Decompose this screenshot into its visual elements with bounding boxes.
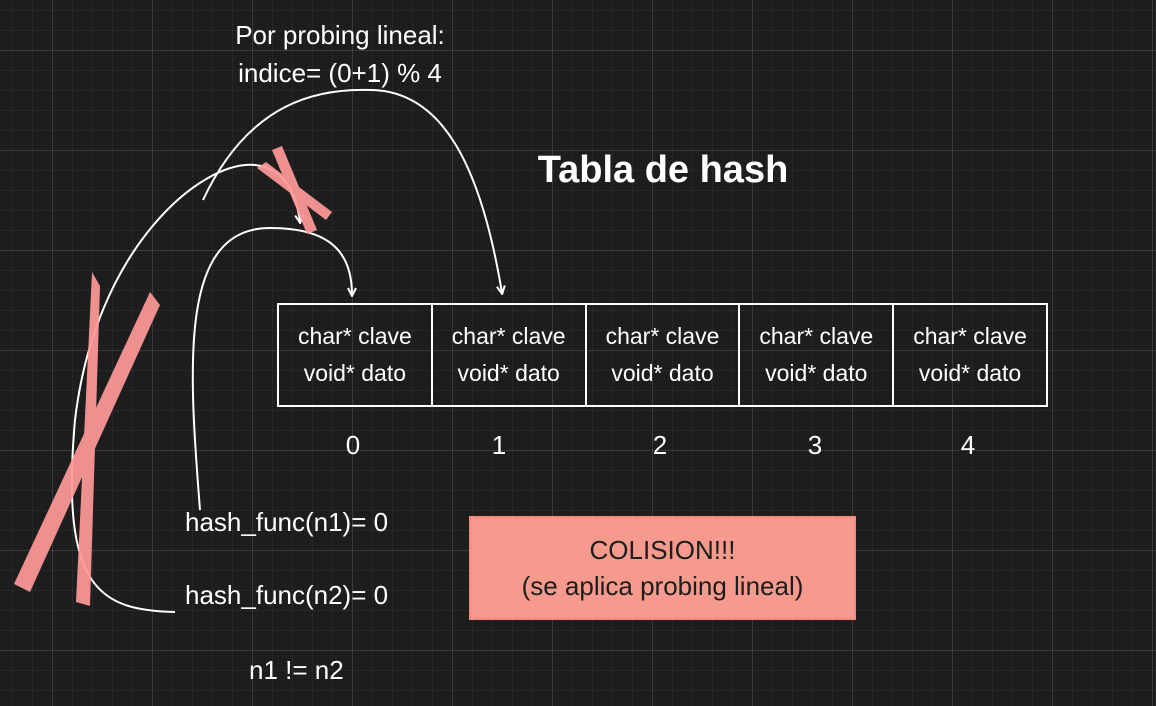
hash-call-n1: hash_func(n1)= 0 bbox=[185, 507, 389, 537]
slot-key-field: char* clave bbox=[451, 323, 566, 349]
collision-subtitle: (se aplica probing lineal) bbox=[521, 571, 804, 601]
table-slot-2: char* clave void* dato bbox=[587, 305, 741, 405]
small-strike-mark bbox=[257, 146, 332, 234]
slot-value-field: void* dato bbox=[303, 360, 407, 386]
probing-note-line-1: Por probing lineal: bbox=[235, 20, 445, 50]
slot-key-field: char* clave bbox=[298, 323, 412, 349]
table-slot-4: char* clave void* dato bbox=[894, 305, 1046, 405]
collision-callout: COLISION!!! (se aplica probing lineal) bbox=[469, 516, 856, 620]
table-slot-0: char* clave void* dato bbox=[279, 305, 433, 405]
slot-value-field: void* dato bbox=[765, 360, 868, 386]
slot-index-3: 3 bbox=[807, 430, 823, 460]
table-title: Tabla de hash bbox=[537, 149, 789, 191]
inequality-note: n1 != n2 bbox=[249, 655, 344, 685]
hash-call-n2: hash_func(n2)= 0 bbox=[185, 580, 389, 610]
slot-key-field: char* clave bbox=[605, 323, 720, 349]
table-slot-3: char* clave void* dato bbox=[740, 305, 895, 405]
large-strike-mark bbox=[14, 272, 160, 606]
slot-value-field: void* dato bbox=[457, 360, 560, 386]
slot-value-field: void* dato bbox=[918, 360, 1022, 386]
slot-key-field: char* clave bbox=[913, 323, 1027, 349]
probing-note-line-2: indice= (0+1) % 4 bbox=[238, 58, 442, 88]
slot-index-2: 2 bbox=[652, 430, 668, 460]
probing-note: Por probing lineal: indice= (0+1) % 4 bbox=[200, 16, 480, 92]
slot-key-field: char* clave bbox=[759, 323, 874, 349]
collision-title: COLISION!!! bbox=[589, 535, 736, 565]
arrow-n2-to-slot-0-rejected bbox=[70, 163, 300, 613]
table-slot-1: char* clave void* dato bbox=[433, 305, 587, 405]
slot-index-1: 1 bbox=[491, 430, 507, 460]
hash-table: char* clave void* dato char* clave void*… bbox=[277, 303, 1048, 407]
slot-value-field: void* dato bbox=[611, 360, 714, 386]
slot-index-4: 4 bbox=[960, 430, 976, 460]
slot-index-0: 0 bbox=[345, 430, 361, 460]
arrow-probing-to-slot-1 bbox=[202, 88, 502, 293]
